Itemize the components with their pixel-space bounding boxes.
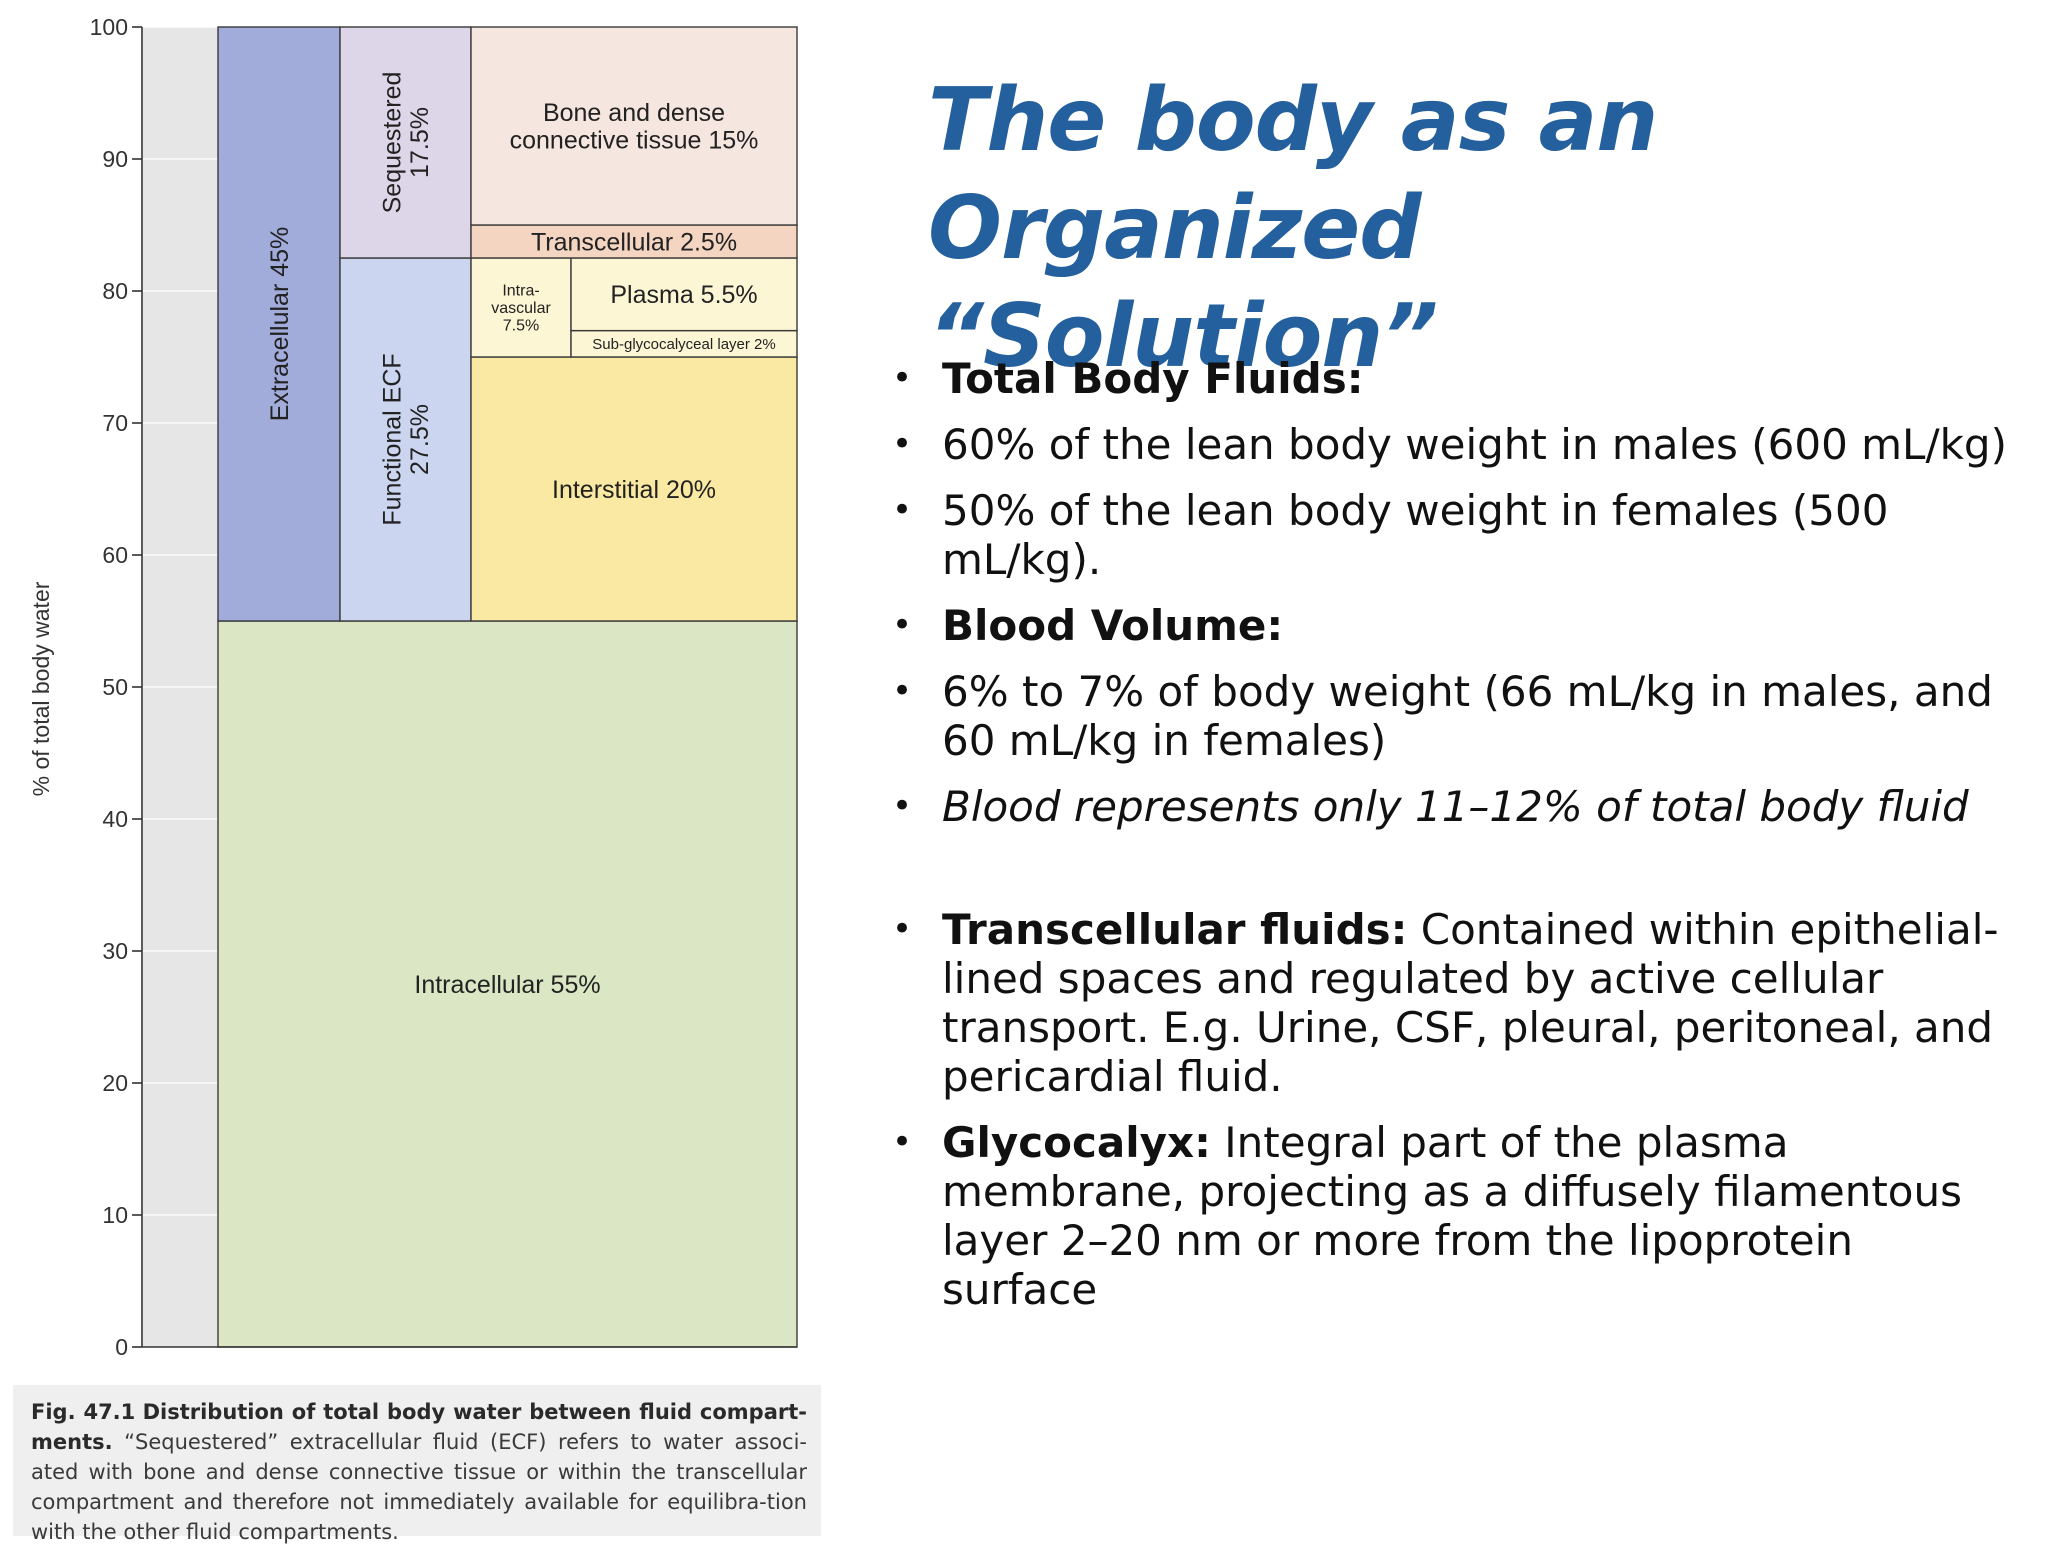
segment-label-line: 17.5% [406,107,434,178]
y-tick-label: 30 [102,938,128,964]
bullet-blood-represents: Blood represents only 11–12% of total bo… [892,782,2012,831]
segment-label-plasma: Plasma 5.5% [610,281,757,309]
caption-body: “Sequestered” extracellular fluid (ECF) … [31,1430,807,1544]
segment-label-line: vascular [491,300,551,317]
segment-label-extracellular: Extracellular 45% [266,227,294,422]
bullet-text: Integral part of the plasma membrane, pr… [942,1118,1962,1314]
y-tick-label: 40 [102,806,128,832]
caption-heading: Distribution of total body water between… [31,1400,807,1454]
y-tick-label: 80 [102,278,128,304]
bullet-bold: Blood Volume: [942,601,1284,650]
segment-label-intracellular: Intracellular 55% [414,971,600,999]
y-tick-label: 70 [102,410,128,436]
bullet-text: 50% of the lean body weight in females (… [942,486,1889,584]
caption-fig-number: Fig. 47.1 [31,1400,136,1424]
segment-label-line: Sequestered [379,72,407,214]
segment-label-line: Intra- [502,283,539,300]
bullet-total-body-fluids: Total Body Fluids: [892,354,2012,403]
y-tick-label: 0 [115,1334,128,1360]
fluid-compartment-chart: Intracellular 55% Extracellular 45% Functi… [28,14,798,1360]
segment-label-interstitial: Interstitial 20% [552,476,716,504]
segment-intracellular [217,620,798,1348]
bullet-transcellular: Transcellular fluids: Contained within e… [892,905,2012,1101]
segment-label-line: Intracellular 55% [414,971,600,999]
segment-label-sub-glycocalyceal: Sub-glycocalyceal layer 2% [592,336,775,353]
segment-label-line: connective tissue 15% [510,127,759,155]
bullet-body-weight: 6% to 7% of body weight (66 mL/kg in mal… [892,667,2012,765]
bullet-males: 60% of the lean body weight in males (60… [892,420,2012,469]
segment-label-line: Transcellular 2.5% [531,228,737,256]
y-tick-label: 100 [90,14,128,40]
segment-sequestered [339,26,472,259]
segment-label-line: Bone and dense [543,99,725,127]
segment-extracellular [217,26,341,622]
bullet-glycocalyx: Glycocalyx: Integral part of the plasma … [892,1118,2012,1314]
bullet-text: 6% to 7% of body weight (66 mL/kg in mal… [942,667,1993,765]
segment-label-line: 7.5% [503,318,539,335]
bullet-bold: Total Body Fluids: [942,354,1364,403]
segment-interstitial [470,356,798,622]
segment-label-line: Sub-glycocalyceal layer 2% [592,336,775,353]
figure-caption: Fig. 47.1 Distribution of total body wat… [13,1385,821,1544]
y-tick-label: 10 [102,1202,128,1228]
segment-label-line: Plasma 5.5% [610,281,757,309]
segment-label-line: 27.5% [406,404,434,475]
y-tick-label: 20 [102,1070,128,1096]
segment-label-transcellular: Transcellular 2.5% [531,228,737,256]
y-tick-label: 60 [102,542,128,568]
segment-functional-ecf [339,257,472,622]
bullet-females: 50% of the lean body weight in females (… [892,486,2012,584]
segment-sub-glycocalyceal [570,329,798,358]
bullet-bold: Glycocalyx: [942,1118,1211,1167]
bullet-bold: Transcellular fluids: [942,905,1408,954]
bullet-text: 60% of the lean body weight in males (60… [942,420,2007,469]
segment-bone-dense [470,26,798,226]
y-axis-label: % of total body water [28,581,54,796]
bullet-text: Contained within epithelial-lined spaces… [942,905,1999,1101]
y-tick-label: 90 [102,146,128,172]
segment-transcellular [470,224,798,259]
bullet-italic: Blood represents only 11–12% of total bo… [942,782,1969,831]
bullet-list: Total Body Fluids: 60% of the lean body … [892,354,2012,1331]
y-tick-label: 50 [102,674,128,700]
segment-label-line: Interstitial 20% [552,476,716,504]
segment-label-line: Extracellular 45% [266,227,294,422]
slide-title: The body as an Organized “Solution” [928,69,1658,387]
bullet-blood-volume: Blood Volume: [892,601,2012,650]
segment-label-line: Functional ECF [379,353,407,525]
